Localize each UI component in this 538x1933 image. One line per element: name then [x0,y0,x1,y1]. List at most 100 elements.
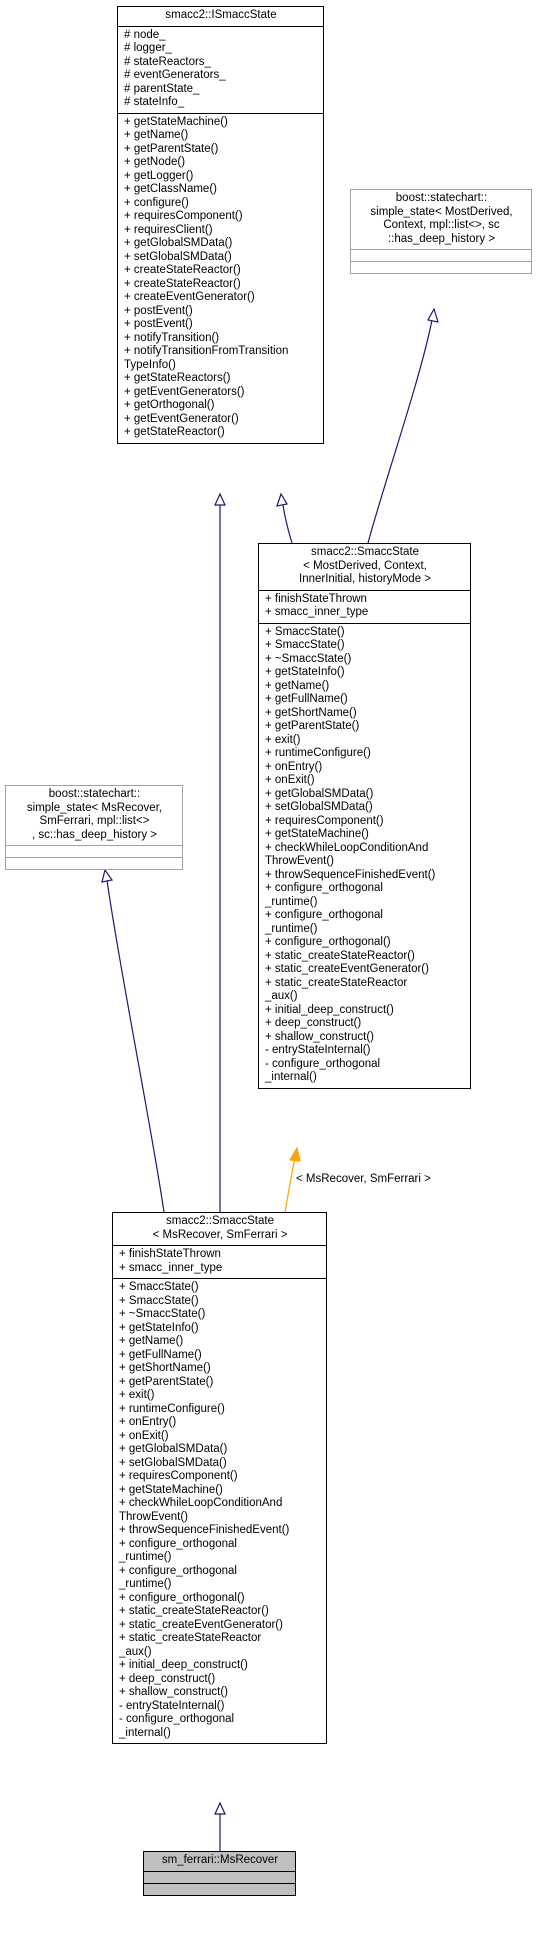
class-title-line: Context, mpl::list<>, sc [383,219,500,231]
class-attribute: # eventGenerators_ [124,69,226,81]
class-method: - configure_orthogonal _internal() [119,1713,235,1739]
class-attributes-section: + finishStateThrown+ smacc_inner_type [113,1245,326,1278]
class-attribute: + finishStateThrown [119,1248,221,1260]
class-title-line: InnerInitial, historyMode > [299,573,431,585]
class-method: + static_createStateReactor() [265,949,415,962]
class-method: + configure_orthogonal _runtime() [265,882,383,908]
class-method: + getLogger() [124,169,194,182]
class-attributes-section [6,845,182,857]
class-title-line: sm_ferrari::MsRecover [161,1854,279,1866]
class-method: + shallow_construct() [265,1030,374,1043]
class-smaccstate-template[interactable]: smacc2::SmaccState< MostDerived, Context… [258,543,471,1089]
class-method: + onExit() [265,774,315,786]
class-methods-section [144,1882,295,1895]
class-method: + postEvent() [124,318,193,330]
class-method: + checkWhileLoopConditionAnd ThrowEvent(… [119,1497,283,1523]
template-arguments-label: < MsRecover, SmFerrari > [296,1173,431,1185]
class-method: + getStateReactor() [124,426,225,438]
class-method: + throwSequenceFinishedEvent() [265,868,436,881]
edge-template-instantiation [284,1157,296,1213]
class-method: + configure_orthogonal() [265,936,391,948]
class-title-line: boost::statechart:: [48,788,141,800]
class-attribute: + finishStateThrown [265,592,367,605]
class-method: + getStateMachine() [124,115,228,128]
class-method: + exit() [265,733,301,746]
class-method: - entryStateInternal() [265,1044,371,1056]
class-attribute: # stateInfo_ [124,96,185,108]
class-method: + configure_orthogonal _runtime() [119,1537,237,1564]
class-attribute: + smacc_inner_type [119,1261,223,1274]
class-method: + getGlobalSMData() [124,237,233,249]
class-smaccstate-msrecover[interactable]: smacc2::SmaccState< MsRecover, SmFerrari… [112,1212,327,1744]
edge-boost-top-to-smaccstate-template [367,319,433,544]
class-method: + runtimeConfigure() [119,1402,225,1415]
class-method: + getStateReactors() [124,372,231,384]
class-title-line: simple_state< MsRecover, [26,801,163,814]
class-title: smacc2::ISmaccState [118,7,323,26]
class-method: + getShortName() [119,1362,211,1374]
class-title-line: < MostDerived, Context, [303,559,427,572]
class-method: + getClassName() [124,183,217,195]
class-attributes-section [351,249,531,261]
class-method: + getEventGenerators() [124,385,245,398]
arrowhead-msrecover [214,1801,226,1815]
class-method: + initial_deep_construct() [265,1003,394,1016]
class-methods-section: + SmaccState()+ SmaccState()+ ~SmaccStat… [259,622,470,1088]
arrowhead-boost-mid [101,868,114,883]
class-ms-recover[interactable]: sm_ferrari::MsRecover [143,1851,296,1896]
arrowhead-template [289,1146,301,1162]
class-method: + getName() [265,679,330,692]
class-method: + shallow_construct() [119,1686,228,1698]
class-method: + static_createEventGenerator() [265,963,429,975]
class-method: + getParentState() [265,720,360,732]
class-method: + initial_deep_construct() [119,1659,248,1671]
class-method: + ~SmaccState() [265,652,352,665]
class-title: sm_ferrari::MsRecover [144,1852,295,1871]
class-methods-section: + SmaccState()+ SmaccState()+ ~SmaccStat… [113,1278,326,1743]
class-attribute: # parentState_ [124,82,200,95]
class-method: + requiresClient() [124,223,213,236]
class-method: + requiresComponent() [265,814,384,827]
class-method: + ~SmaccState() [119,1308,206,1320]
class-isaccstate[interactable]: smacc2::ISmaccState# node_# logger_# sta… [117,6,324,444]
class-method: + configure_orthogonal _runtime() [119,1564,237,1591]
class-method: + onEntry() [119,1416,177,1428]
class-method: + setGlobalSMData() [119,1456,227,1469]
class-title: boost::statechart::simple_state< MsRecov… [6,786,182,845]
class-method: + static_createStateReactor _aux() [265,976,408,1003]
class-method: + deep_construct() [119,1672,216,1685]
class-method: + getOrthogonal() [124,399,215,411]
class-attribute: + smacc_inner_type [265,606,369,618]
class-title-line: SmFerrari, mpl::list<> [39,815,150,827]
class-method: + deep_construct() [265,1017,362,1029]
class-method: + SmaccState() [119,1281,199,1293]
class-method: + requiresComponent() [119,1470,238,1482]
class-title-line: ::has_deep_history > [387,232,496,245]
class-methods-section [351,261,531,273]
class-boost-simple-state-template[interactable]: boost::statechart::simple_state< MostDer… [350,189,532,274]
class-method: + notifyTransitionFromTransition TypeInf… [124,345,289,371]
class-method: + createStateReactor() [124,277,241,290]
class-method: + throwSequenceFinishedEvent() [119,1524,290,1536]
class-method: + exit() [119,1389,155,1401]
class-attribute: # node_ [124,28,166,41]
class-methods-section: + getStateMachine()+ getName()+ getParen… [118,112,323,443]
class-title-line: simple_state< MostDerived, [370,205,513,218]
class-method: + SmaccState() [265,625,345,638]
class-boost-simple-state-msrecover[interactable]: boost::statechart::simple_state< MsRecov… [5,785,183,870]
class-method: + onExit() [119,1429,169,1442]
class-title: smacc2::SmaccState< MsRecover, SmFerrari… [113,1213,326,1245]
class-method: + setGlobalSMData() [265,801,373,813]
edge-boost-mid-to-smaccstate-inst [106,879,165,1213]
class-method: + static_createStateReactor() [119,1605,269,1617]
class-method: + getStateInfo() [265,666,345,678]
class-method: + getName() [119,1335,184,1347]
class-method: + requiresComponent() [124,210,243,222]
class-title-line: < MsRecover, SmFerrari > [152,1228,288,1241]
class-method: + createStateReactor() [124,264,241,276]
class-title-line: smacc2::ISmaccState [165,9,277,21]
class-method: + getFullName() [265,693,348,705]
class-method: + SmaccState() [265,639,345,651]
class-method: + getParentState() [124,142,219,155]
